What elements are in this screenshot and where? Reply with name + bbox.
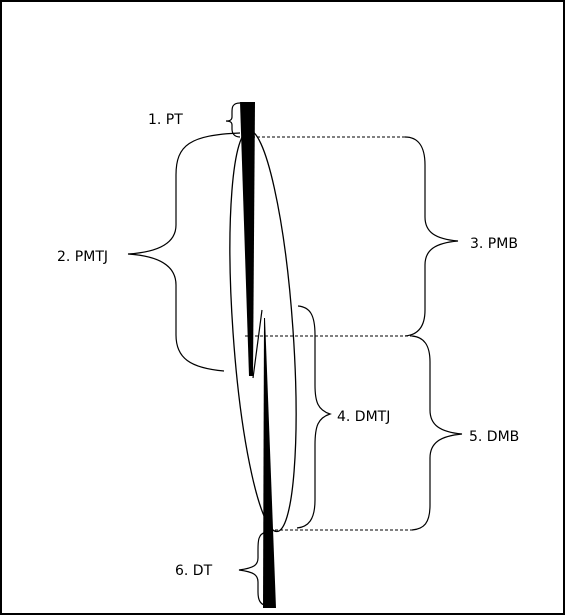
dt-brace [238,531,269,607]
label-pmb: 3. PMB [470,236,518,252]
pmb-brace [404,136,459,337]
internal-aponeurosis-line [252,309,263,379]
label-pt: 1. PT [148,112,183,128]
dmtj-brace [296,305,332,529]
dmb-brace [411,335,463,531]
pmtj-brace [127,132,241,372]
label-dmtj: 4. DMTJ [337,409,390,425]
proximal-tendon-wedge [240,102,255,376]
label-pmtj: 2. PMTJ [57,249,108,265]
distal-tendon-wedge [263,318,276,608]
label-dmb: 5. DMB [469,429,519,445]
label-dt: 6. DT [175,563,213,579]
pt-brace [225,102,241,138]
muscle-belly-ellipse [229,129,297,533]
